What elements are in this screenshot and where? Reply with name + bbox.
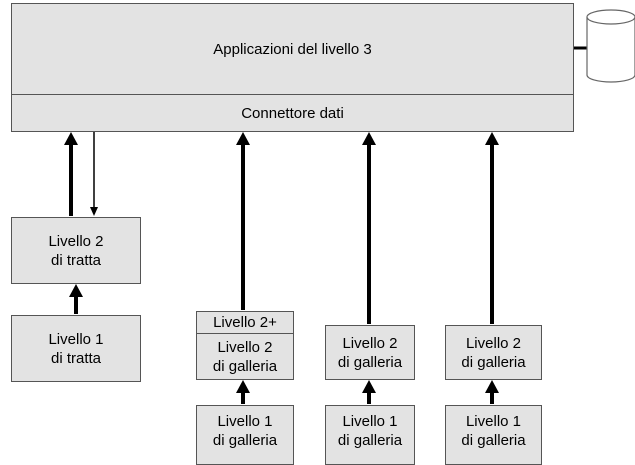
data-connector-box: Connettore dati <box>11 94 574 132</box>
galleria1-level2plus-box: Livello 2+ <box>196 311 294 334</box>
galleria1-level2plus-label: Livello 2+ <box>213 314 277 331</box>
galleria1-level2-box: Livello 2 di galleria <box>196 333 294 380</box>
galleria3-level1-line1: Livello 1 <box>465 413 522 430</box>
galleria3-level2-line1: Livello 2 <box>465 334 522 352</box>
galleria2-level1-arrow <box>362 380 376 404</box>
tratta-up-arrow <box>64 132 78 216</box>
galleria3-level2-box: Livello 2 di galleria <box>445 325 542 380</box>
galleria3-level1-box: Livello 1 di galleria <box>445 405 542 465</box>
galleria2-up-arrow <box>362 132 376 324</box>
tratta-level2-line1: Livello 2 <box>48 232 104 250</box>
galleria1-level2-line1: Livello 2 <box>217 338 273 356</box>
galleria1-up-arrow <box>236 132 250 310</box>
galleria3-up-arrow <box>485 132 499 324</box>
data-connector-label: Connettore dati <box>241 104 344 122</box>
tratta-level2-line2: di tratta <box>50 251 102 269</box>
galleria2-level2-line1: Livello 2 <box>342 334 398 352</box>
galleria1-level2-line2: di galleria <box>212 357 278 375</box>
galleria1-level1-arrow <box>236 380 250 404</box>
database-cylinder-icon <box>586 9 635 83</box>
tratta-level1-line2: di tratta <box>50 349 102 367</box>
galleria3-level1-arrow <box>485 380 499 404</box>
galleria3-level2-line2: di galleria <box>461 353 526 371</box>
galleria3-level1-line2: di galleria <box>461 432 526 449</box>
tratta-level1-arrow <box>69 284 83 314</box>
tratta-level1-box: Livello 1 di tratta <box>11 315 141 382</box>
galleria1-level1-box: Livello 1 di galleria <box>196 405 294 465</box>
galleria1-level1-line1: Livello 1 <box>217 413 273 430</box>
galleria2-level1-line2: di galleria <box>337 432 403 449</box>
galleria2-level1-line1: Livello 1 <box>342 413 398 430</box>
galleria2-level2-line2: di galleria <box>337 353 403 371</box>
galleria2-level1-box: Livello 1 di galleria <box>325 405 415 465</box>
tratta-level1-line1: Livello 1 <box>48 330 104 348</box>
tratta-down-arrow <box>90 132 98 216</box>
galleria2-level2-box: Livello 2 di galleria <box>325 325 415 380</box>
level3-applications-box: Applicazioni del livello 3 <box>11 3 574 95</box>
level3-applications-label: Applicazioni del livello 3 <box>213 40 372 58</box>
galleria1-level1-line2: di galleria <box>212 432 278 449</box>
tratta-level2-box: Livello 2 di tratta <box>11 217 141 284</box>
